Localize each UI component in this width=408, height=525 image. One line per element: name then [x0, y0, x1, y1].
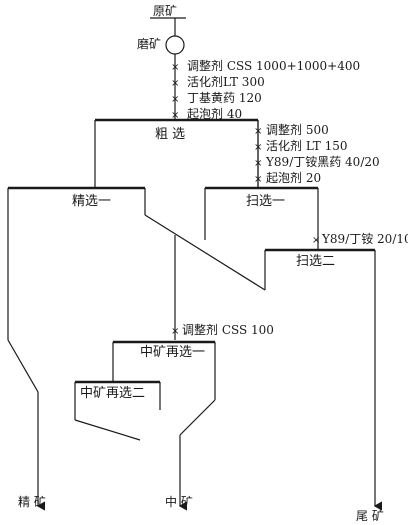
rougher-reagent-1: 调整剂 CSS 1000+1000+400 [187, 58, 360, 73]
middling1-tail-diagonal [179, 399, 216, 436]
reagent-marker: × [171, 78, 179, 89]
scavenger2-reagent: Y89/丁铵 20/10 [321, 231, 408, 246]
scavenger1-reagent-4: 起泡剂 20 [266, 170, 321, 185]
grinding-label: 磨矿 [137, 37, 161, 51]
scavenger2-label: 扫选二 [296, 254, 335, 269]
feed-label: 原矿 [153, 4, 177, 18]
rougher-reagent-3: 丁基黄药 120 [187, 91, 262, 105]
reagent-marker: × [171, 62, 179, 73]
tailings-label: 尾 矿 [356, 509, 384, 523]
cleaner1-label: 精选一 [72, 194, 111, 209]
scavenger1-reagent-2: 活化剂 LT 150 [266, 138, 348, 153]
reagent-marker: × [171, 326, 179, 337]
cleaner1-bottom-diagonal [7, 339, 39, 393]
cleaner1-tail-diagonal [144, 214, 266, 291]
rougher-reagent-4: 起泡剂 40 [187, 106, 242, 121]
scavenger1-reagent-3: Y89/丁铵黑药 40/20 [265, 154, 380, 169]
middling2-label: 中矿再选二 [80, 386, 145, 401]
middlings-label: 中 矿 [165, 494, 193, 509]
reagent-marker: × [254, 142, 262, 153]
rougher-reagent-2: 活化剂LT 300 [187, 74, 265, 89]
scavenger1-reagent-1: 调整剂 500 [266, 122, 329, 137]
grinding-mill-symbol [165, 35, 185, 55]
scavenger1-label: 扫选一 [246, 194, 285, 209]
reagent-marker: × [171, 110, 179, 121]
reagent-marker: × [312, 235, 320, 246]
rougher-label: 粗 选 [155, 127, 185, 142]
reagent-marker: × [254, 174, 262, 185]
middling1-label: 中矿再选一 [140, 345, 205, 360]
middling-reagent: 调整剂 CSS 100 [182, 322, 274, 337]
middling2-bottom-line [74, 419, 141, 441]
reagent-marker: × [171, 94, 179, 105]
concentrate-label: 精 矿 [18, 495, 46, 509]
reagent-marker: × [254, 126, 262, 137]
reagent-marker: × [254, 158, 262, 169]
